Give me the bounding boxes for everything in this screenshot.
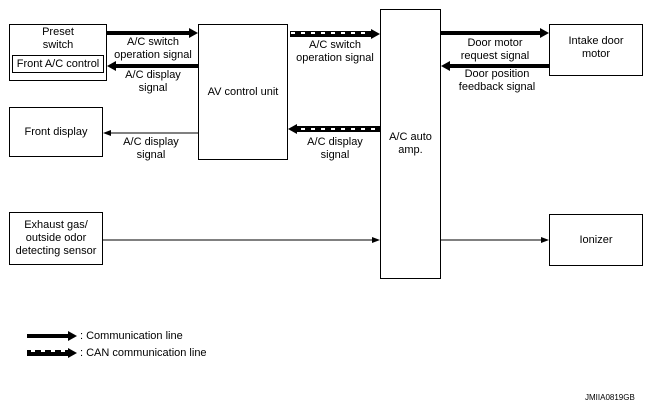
ionizer-box (549, 214, 643, 266)
front-ac-control-label: Front A/C control (16, 58, 100, 70)
preset-to-av-line (107, 28, 198, 38)
legend-can-line-symbol (27, 348, 77, 358)
exhaust-sensor-box (9, 212, 103, 265)
legend-communication-line-label: : Communication line (80, 330, 183, 342)
av-control-unit-box (198, 24, 288, 160)
amp-to-motor-signal-label: Door motor request signal (460, 37, 530, 62)
motor-to-amp-signal-label: Door position feedback signal (458, 68, 536, 93)
av-to-amp-signal-label: A/C switch operation signal (296, 39, 374, 64)
motor-to-amp-line (441, 61, 549, 71)
sensor-to-amp-line (103, 237, 380, 243)
legend-can-line-label: : CAN communication line (80, 347, 207, 359)
legend-communication-line-symbol (27, 331, 77, 341)
ac-auto-amp-box (380, 9, 441, 279)
preset-to-av-signal-label: A/C switch operation signal (114, 36, 192, 61)
front-display-label: Front display (24, 126, 88, 138)
exhaust-sensor-label: Exhaust gas/ outside odor detecting sens… (15, 219, 97, 257)
av-to-amp-can-line (290, 29, 380, 39)
amp-to-av-can-line (288, 124, 380, 134)
amp-to-motor-line (441, 28, 549, 38)
preset-switch-label: Preset switch (42, 26, 74, 51)
ac-auto-amp-label: A/C auto amp. (389, 131, 432, 156)
av-to-preset-line (107, 61, 198, 71)
amp-to-av-signal-label: A/C display signal (307, 136, 363, 161)
ionizer-label: Ionizer (579, 234, 613, 246)
av-control-unit-label: AV control unit (207, 86, 279, 98)
av-to-front-display-line (103, 130, 198, 136)
av-to-front-display-signal-label: A/C display signal (123, 136, 179, 161)
figure-code: JMIIA0819GB (585, 393, 635, 402)
front-display-box (9, 107, 103, 157)
amp-to-ionizer-line (441, 237, 549, 243)
intake-door-motor-label: Intake door motor (568, 35, 624, 60)
front-ac-control-box (12, 55, 104, 73)
av-to-preset-signal-label: A/C display signal (125, 69, 181, 94)
intake-door-motor-box (549, 24, 643, 76)
